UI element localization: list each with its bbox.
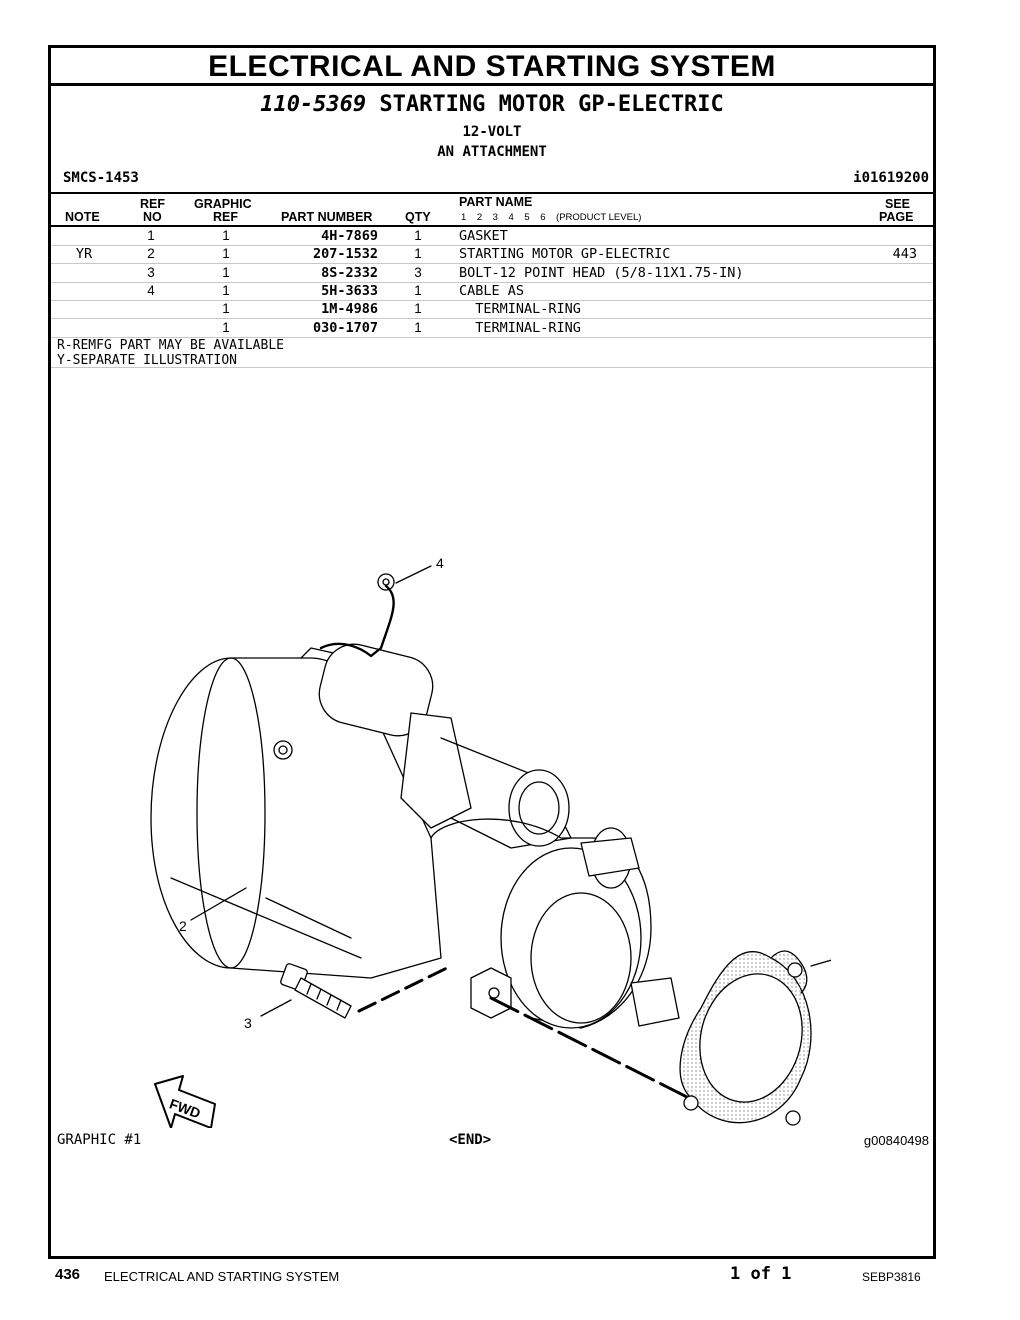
leader-4 bbox=[395, 565, 432, 584]
leader-2 bbox=[190, 887, 247, 921]
end-marker: <END> bbox=[449, 1132, 492, 1148]
row-qty: 1 bbox=[414, 246, 422, 262]
row-part-number: 207-1532 bbox=[312, 246, 378, 263]
row-ref-no: 4 bbox=[147, 282, 155, 298]
header-part-number: PART NUMBER bbox=[281, 210, 373, 224]
table-row: 1 1 4H-7869 1 GASKET bbox=[51, 227, 933, 246]
row-part-name: CABLE AS bbox=[459, 282, 525, 299]
callout-4: 4 bbox=[436, 555, 444, 571]
header-see-top: SEE bbox=[885, 197, 911, 211]
table-row: 1 1M-4986 1 TERMINAL-RING bbox=[51, 300, 933, 320]
group-type: AN ATTACHMENT bbox=[437, 144, 547, 160]
drive-housing bbox=[430, 818, 680, 1029]
group-title: 110-5369 STARTING MOTOR GP-ELECTRIC bbox=[51, 92, 933, 117]
footer-document-number: SEBP3816 bbox=[862, 1270, 921, 1284]
row-part-number: 5H-3633 bbox=[321, 282, 378, 299]
row-qty: 1 bbox=[414, 282, 422, 298]
header-see-bottom: PAGE bbox=[879, 210, 914, 224]
bolt bbox=[280, 963, 453, 1019]
row-graphic-ref: 1 bbox=[222, 228, 230, 243]
row-part-name: TERMINAL-RING bbox=[459, 301, 581, 318]
row-ref-no: 2 bbox=[147, 246, 155, 262]
graphic-label: GRAPHIC #1 bbox=[57, 1132, 142, 1148]
callout-2: 2 bbox=[179, 918, 187, 934]
row-part-number: 1M-4986 bbox=[321, 301, 378, 318]
row-ref-no: 1 bbox=[147, 228, 155, 243]
header-product-levels: 1 2 3 4 5 6 (PRODUCT LEVEL) bbox=[461, 212, 642, 223]
header-graphic-bottom: REF bbox=[213, 210, 238, 224]
row-graphic-ref: 1 bbox=[222, 319, 230, 335]
solenoid bbox=[273, 643, 572, 849]
row-note: YR bbox=[75, 246, 93, 263]
assembly-centerline bbox=[489, 996, 691, 1100]
row-part-number: 030-1707 bbox=[312, 319, 378, 336]
header-part-name: PART NAME bbox=[459, 195, 533, 209]
header-top-rule bbox=[51, 192, 933, 194]
row-qty: 1 bbox=[414, 228, 422, 243]
row-graphic-ref: 1 bbox=[222, 264, 230, 280]
smcs-code: SMCS-1453 bbox=[63, 170, 139, 186]
note-remfg: R-REMFG PART MAY BE AVAILABLE bbox=[57, 338, 284, 353]
row-graphic-ref: 1 bbox=[222, 301, 230, 317]
header-bottom-rule bbox=[51, 225, 933, 227]
graphic-id: g00840498 bbox=[863, 1133, 929, 1148]
gasket bbox=[679, 950, 812, 1126]
note-separate-illustration: Y-SEPARATE ILLUSTRATION bbox=[57, 353, 238, 368]
row-graphic-ref: 1 bbox=[222, 282, 230, 298]
row-qty: 3 bbox=[414, 264, 422, 280]
section-title: ELECTRICAL AND STARTING SYSTEM bbox=[51, 48, 933, 86]
row-see-page: 443 bbox=[892, 246, 917, 263]
group-number: 110-5369 bbox=[260, 92, 367, 117]
footer-system-name: ELECTRICAL AND STARTING SYSTEM bbox=[104, 1269, 340, 1284]
footer-page-of: 1 of 1 bbox=[730, 1264, 792, 1284]
row-part-number: 8S-2332 bbox=[321, 264, 378, 281]
leader-1 bbox=[810, 959, 831, 967]
row-part-name: BOLT-12 POINT HEAD (5/8-11X1.75-IN) bbox=[459, 264, 744, 281]
header-qty: QTY bbox=[405, 210, 431, 224]
fwd-arrow-icon bbox=[154, 1075, 216, 1128]
table-row: 1 030-1707 1 TERMINAL-RING bbox=[51, 319, 933, 338]
document-ident: i01619200 bbox=[853, 170, 929, 186]
table-row: 3 1 8S-2332 3 BOLT-12 POINT HEAD (5/8-11X1.7… bbox=[51, 264, 933, 283]
row-ref-no: 3 bbox=[147, 264, 155, 280]
callout-3: 3 bbox=[244, 1015, 252, 1031]
header-ref-top: REF bbox=[140, 197, 165, 211]
row-qty: 1 bbox=[414, 301, 422, 317]
row-part-number: 4H-7869 bbox=[321, 228, 378, 244]
header-note: NOTE bbox=[65, 210, 100, 224]
notes-rule bbox=[51, 367, 933, 368]
starting-motor-exploded-illustration: 4 2 3 1 FWD bbox=[150, 555, 831, 1128]
table-row: 4 1 5H-3633 1 CABLE AS bbox=[51, 282, 933, 301]
header-ref-bottom: NO bbox=[143, 210, 162, 224]
row-qty: 1 bbox=[414, 319, 422, 335]
parts-page-frame: ELECTRICAL AND STARTING SYSTEM 110-5369 … bbox=[48, 45, 936, 1259]
leader-3 bbox=[260, 999, 292, 1017]
group-voltage: 12-VOLT bbox=[462, 124, 522, 140]
table-notes: R-REMFG PART MAY BE AVAILABLE Y-SEPARATE… bbox=[57, 338, 284, 368]
table-row: YR 2 1 207-1532 1 STARTING MOTOR GP-ELECTRIC 4… bbox=[51, 245, 933, 265]
row-part-name: GASKET bbox=[459, 228, 508, 244]
header-graphic-top: GRAPHIC bbox=[194, 197, 252, 211]
footer-page-number: 436 bbox=[55, 1266, 81, 1283]
row-part-name: STARTING MOTOR GP-ELECTRIC bbox=[459, 246, 671, 263]
group-name: STARTING MOTOR GP-ELECTRIC bbox=[379, 92, 724, 117]
cable-assembly bbox=[319, 573, 395, 658]
row-part-name: TERMINAL-RING bbox=[459, 319, 581, 336]
row-graphic-ref: 1 bbox=[222, 246, 230, 262]
